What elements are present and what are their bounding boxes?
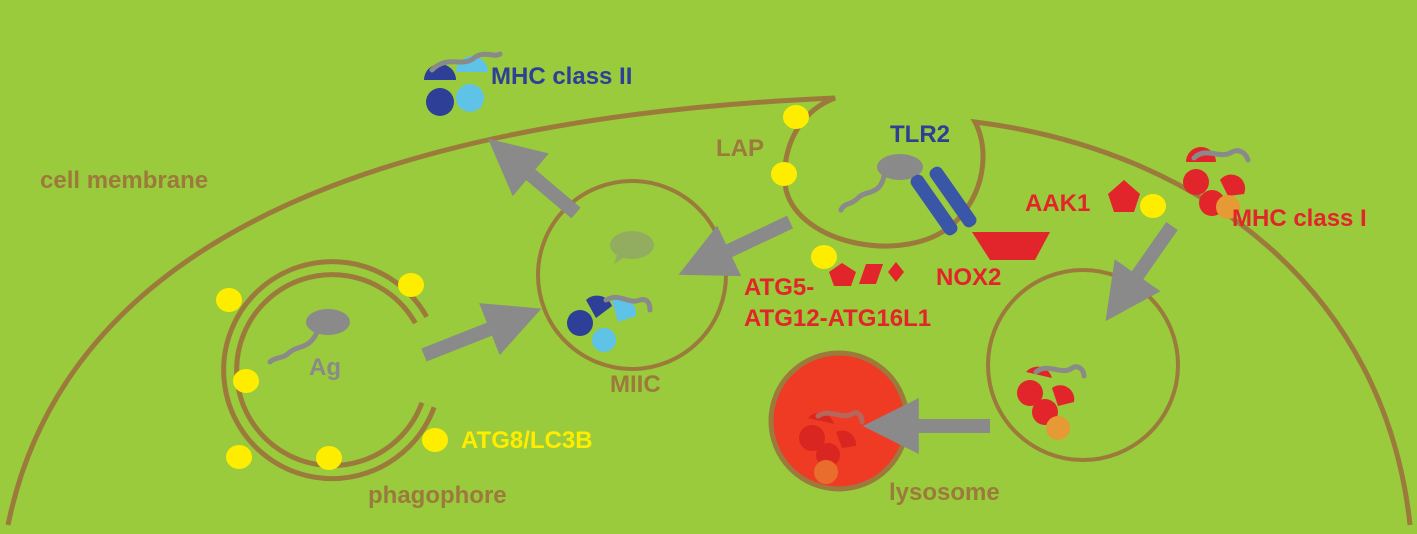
label-lysosome: lysosome — [889, 479, 1000, 506]
label-aak1: AAK1 — [1025, 190, 1090, 217]
tlr2-receptor — [910, 166, 977, 236]
lc3b-dot — [398, 273, 424, 297]
nox2-icon — [972, 232, 1050, 260]
lc3b-dot — [233, 369, 259, 393]
mhc-class-ii-surface — [424, 51, 503, 116]
lc3b-dot — [422, 428, 448, 452]
mhc-class-i-endosome — [1017, 364, 1087, 440]
arrow-miic-to-membrane — [488, 138, 581, 219]
arrow-membrane-to-endosome — [1105, 221, 1178, 322]
lysosome — [768, 350, 910, 492]
lc3b-dot — [783, 105, 809, 129]
label-mhc-class-ii: MHC class II — [491, 63, 632, 90]
label-atg8-lc3b: ATG8/LC3B — [461, 427, 593, 454]
antigen-degraded — [610, 231, 654, 264]
lc3b-dot — [771, 162, 797, 186]
label-lap: LAP — [716, 135, 764, 162]
label-phagophore: phagophore — [368, 482, 507, 509]
label-miic: MIIC — [610, 371, 661, 398]
lc3b-dot — [1140, 194, 1166, 218]
arrow-phagophore-to-miic — [421, 303, 542, 362]
label-nox2: NOX2 — [936, 264, 1001, 291]
lc3b-dot — [226, 445, 252, 469]
atg5-atg12-atg16l1-complex — [829, 262, 904, 286]
label-tlr2: TLR2 — [890, 121, 950, 148]
label-cell-membrane: cell membrane — [40, 167, 208, 194]
mhc-class-ii-miic — [567, 294, 653, 352]
label-atg5: ATG5- — [744, 274, 814, 301]
label-mhc-class-i: MHC class I — [1232, 205, 1367, 232]
antigen-lap — [838, 154, 923, 213]
phagophore — [221, 259, 437, 482]
lc3b-dots — [216, 105, 1166, 470]
endosome — [986, 268, 1180, 462]
aak1-icon — [1108, 180, 1140, 212]
label-atg12-atg16l1: ATG12-ATG16L1 — [744, 305, 931, 332]
antigen-phagophore — [267, 309, 350, 365]
arrow-lap-to-miic — [678, 215, 793, 277]
mhc-class-i-surface — [1183, 147, 1251, 219]
label-ag: Ag — [309, 354, 341, 381]
lc3b-dot — [316, 446, 342, 470]
lc3b-dot — [811, 245, 837, 269]
mhc-class-i-lysosome — [799, 410, 865, 484]
lc3b-dot — [216, 288, 242, 312]
